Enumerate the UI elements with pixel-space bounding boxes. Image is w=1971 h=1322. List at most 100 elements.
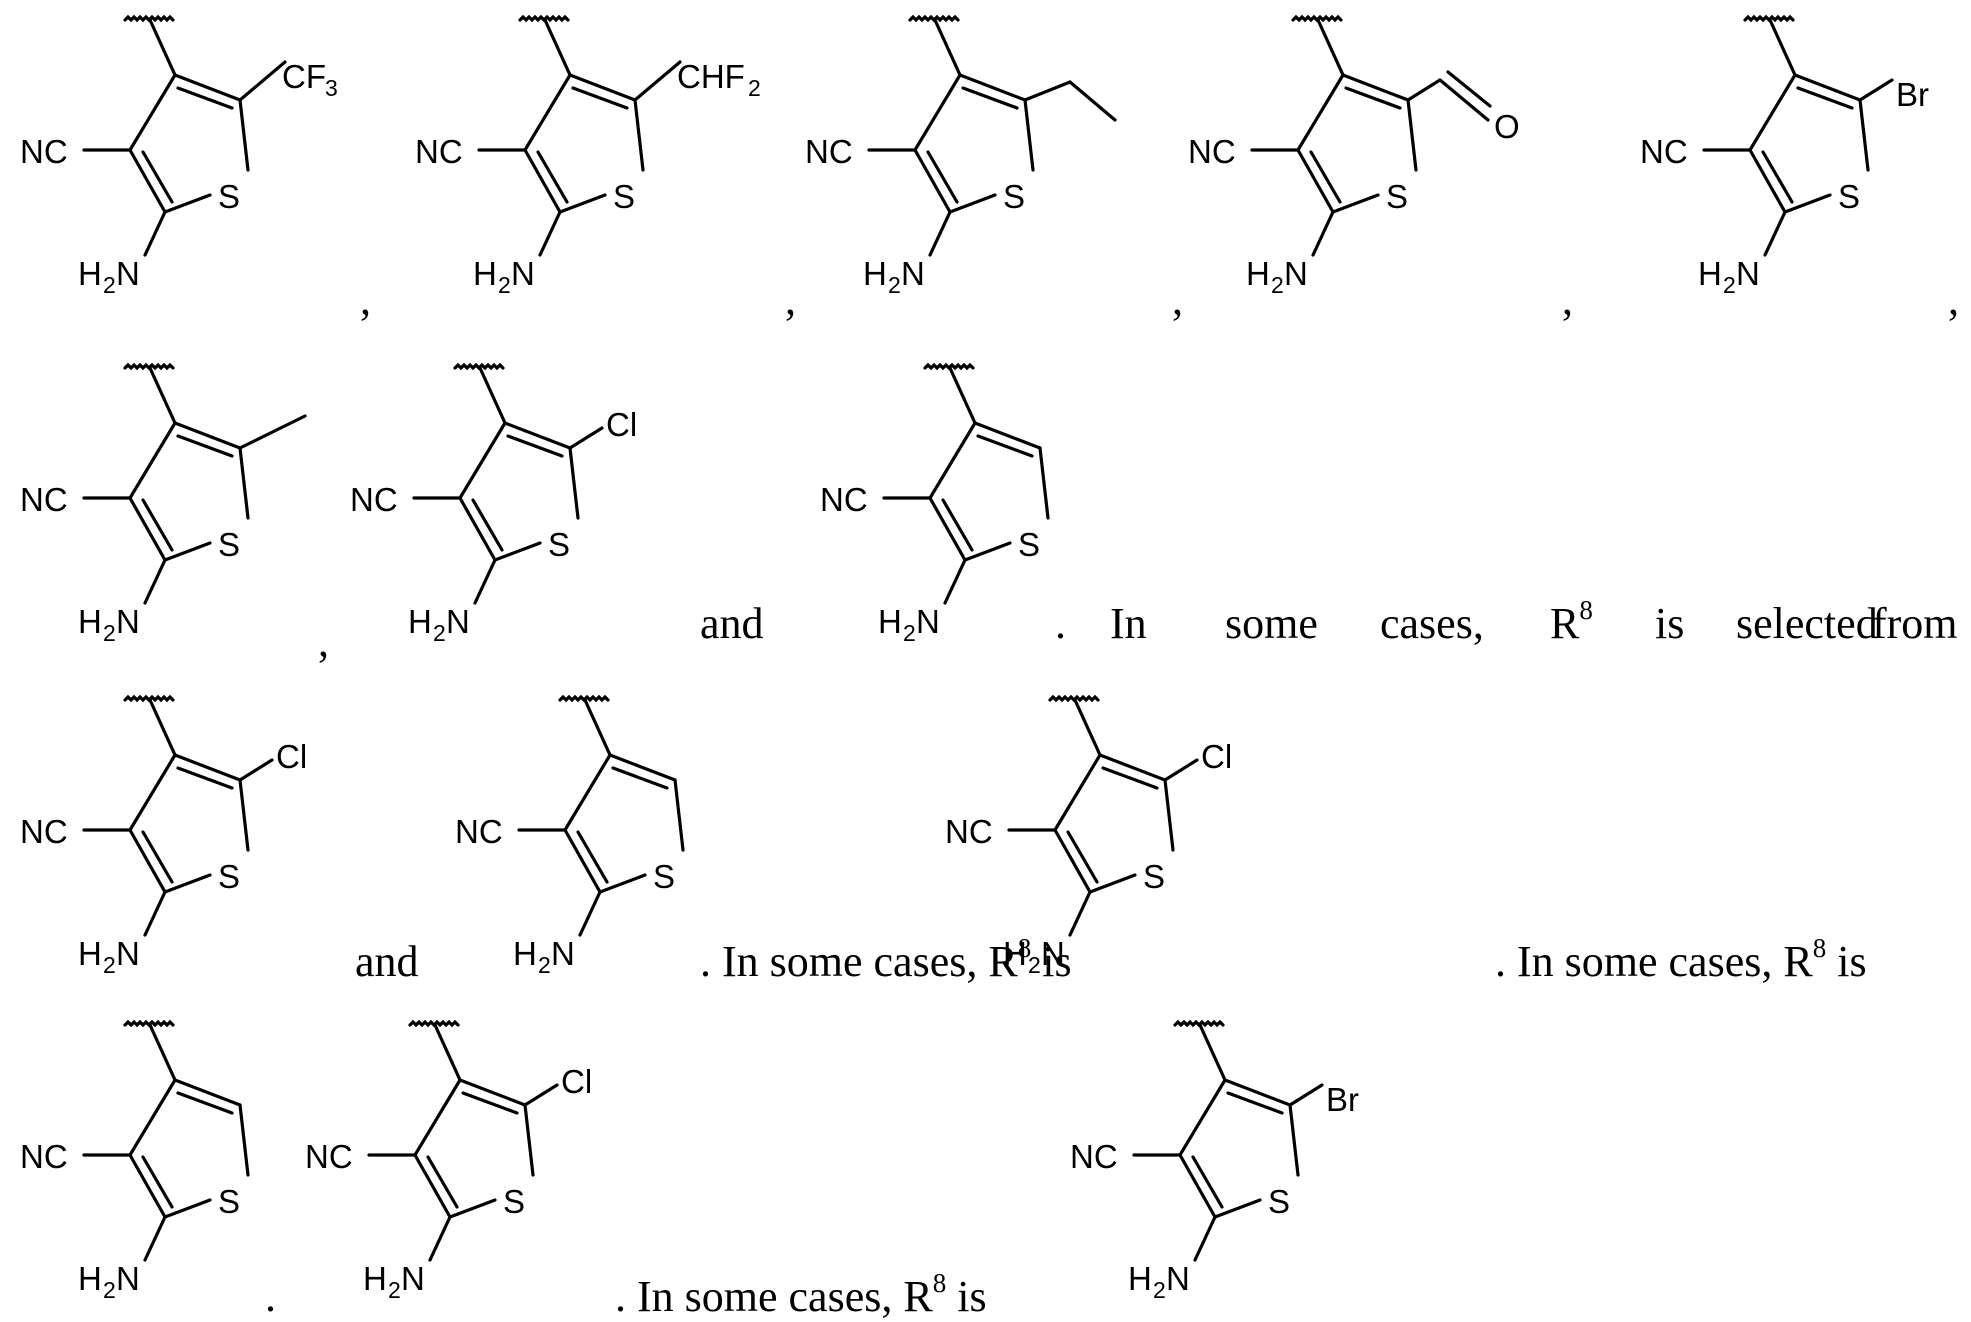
- atom-label: S: [1143, 858, 1165, 895]
- sentence-r8-is: . In some cases, R8 is: [615, 1275, 987, 1319]
- atom-label: S: [218, 1183, 240, 1220]
- atom-label: N: [511, 255, 535, 292]
- atom-label: H: [78, 255, 102, 292]
- bond-line: [1750, 75, 1795, 150]
- bond-line: [610, 755, 675, 780]
- atom-label: NC: [820, 481, 868, 518]
- bond-line: [143, 500, 172, 550]
- bond-line: [1103, 768, 1157, 788]
- bond-line: [178, 768, 232, 788]
- atom-label: NC: [305, 1138, 353, 1175]
- atom-label: N: [916, 603, 940, 640]
- bond-line: [240, 1105, 248, 1175]
- bond-line: [460, 1080, 525, 1105]
- separator-period: .: [265, 1275, 276, 1319]
- bond-line: [145, 892, 165, 935]
- atom-label: Cl: [1201, 738, 1232, 775]
- bond-line: [1100, 755, 1165, 780]
- text-and: and: [355, 940, 419, 984]
- structure-formyl-thiophene: NC S H2N O: [1168, 0, 1498, 260]
- bond-line: [150, 700, 175, 755]
- bond-line: [428, 1157, 457, 1207]
- bond-line: [613, 768, 667, 788]
- bond-line: [915, 75, 960, 150]
- atom-label: S: [503, 1183, 525, 1220]
- bond-line: [240, 416, 305, 448]
- bond-line: [145, 1217, 165, 1260]
- bond-line: [975, 423, 1040, 448]
- atom-label: S: [1018, 526, 1040, 563]
- bond-line: [240, 780, 248, 850]
- bond-line: [1311, 152, 1340, 202]
- bond-line: [525, 1105, 533, 1175]
- bond-line: [178, 1093, 232, 1113]
- structure-ethyl-thiophene: NC S H2N: [785, 0, 1115, 260]
- atom-label: NC: [805, 133, 853, 170]
- atom-label: 2: [103, 272, 116, 298]
- atom-label: 2: [538, 952, 551, 978]
- text-and: and: [700, 602, 764, 646]
- atom-label: N: [1041, 935, 1065, 972]
- bond-line: [430, 1217, 450, 1260]
- atom-label: NC: [1070, 1138, 1118, 1175]
- bond-line: [240, 760, 272, 780]
- atom-label: 2: [103, 620, 116, 646]
- bond-line: [1290, 1105, 1298, 1175]
- bond-line: [240, 448, 248, 518]
- bond-line: [1346, 88, 1400, 108]
- bond-line: [150, 1025, 175, 1080]
- bond-line: [175, 755, 240, 780]
- atom-label: 2: [103, 1277, 116, 1303]
- bond-line: [943, 500, 972, 550]
- bond-line: [945, 560, 965, 603]
- atom-label: S: [613, 178, 635, 215]
- structure-methyl-thiophene: NC S H2N: [0, 348, 300, 608]
- bond-line: [473, 500, 502, 550]
- atom-label: 2: [388, 1277, 401, 1303]
- bond-line: [570, 75, 635, 100]
- atom-label: NC: [945, 813, 993, 850]
- bond-line: [950, 368, 975, 423]
- bond-line: [130, 423, 175, 498]
- bond-line: [525, 1085, 557, 1105]
- word-is: is: [1655, 602, 1684, 646]
- bond-line: [1860, 80, 1892, 100]
- atom-label: S: [653, 858, 675, 895]
- atom-label: NC: [415, 133, 463, 170]
- structure-chf2-thiophene: NC S H2N CHF2: [395, 0, 715, 260]
- bond-line: [1795, 75, 1860, 100]
- separator-comma: ,: [1172, 278, 1183, 322]
- bond-line: [1313, 212, 1333, 255]
- bond-line: [930, 423, 975, 498]
- atom-label: H: [1698, 255, 1722, 292]
- bond-line: [565, 755, 610, 830]
- atom-label: S: [218, 526, 240, 563]
- bond-line: [935, 20, 960, 75]
- bond-line: [635, 62, 680, 100]
- bond-line: [1165, 780, 1173, 850]
- atom-label: Br: [1896, 76, 1929, 113]
- structure-unsubstituted-thiophene: NC S H2N: [800, 348, 1100, 608]
- structure-chloro-thiophene: NC S H2N Cl: [330, 348, 630, 608]
- atom-label: N: [116, 255, 140, 292]
- sentence-r8-is: . In some cases, R8 is: [1495, 940, 1867, 984]
- bond-line: [1025, 100, 1033, 170]
- bond-line: [1408, 100, 1416, 170]
- r8-label: R8: [1550, 602, 1593, 646]
- bond-line: [928, 152, 957, 202]
- atom-label: NC: [1188, 133, 1236, 170]
- atom-label: S: [218, 178, 240, 215]
- bond-line: [130, 75, 175, 150]
- structure-bromo-thiophene: NC S H2N Br: [1620, 0, 1920, 260]
- bond-line: [508, 436, 562, 456]
- atom-label: 2: [1028, 952, 1041, 978]
- bond-line: [538, 152, 567, 202]
- structure-unsubstituted-thiophene: NC S H2N: [435, 680, 735, 940]
- bond-line: [1770, 20, 1795, 75]
- bond-line: [505, 423, 570, 448]
- word-selected: selected: [1736, 602, 1878, 646]
- bond-line: [675, 780, 683, 850]
- atom-label: H: [1128, 1260, 1152, 1297]
- atom-label: 3: [325, 75, 338, 101]
- bond-line: [460, 423, 505, 498]
